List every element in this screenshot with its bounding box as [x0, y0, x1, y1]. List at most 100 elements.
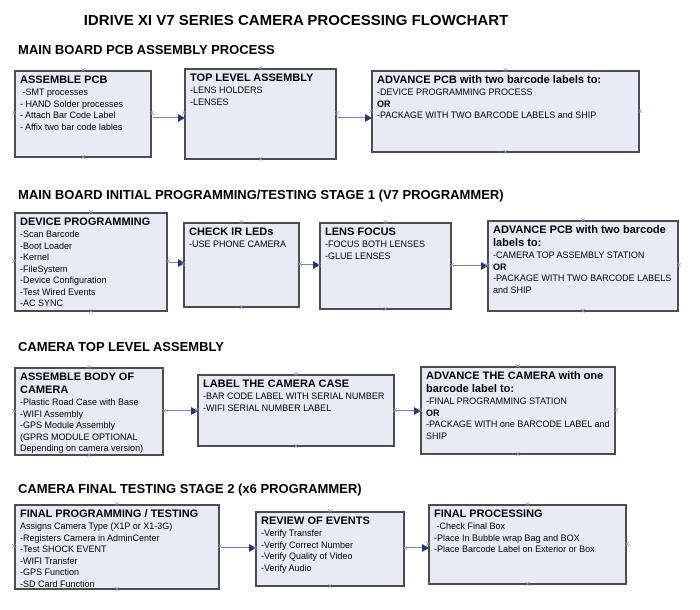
- box-title: CHECK IR LEDs: [189, 226, 274, 238]
- connector-handle-top-icon: ×: [580, 215, 586, 225]
- flow-box-advance-camera-one-label: × × × × ADVANCE THE CAMERA with one barc…: [417, 361, 618, 459]
- connector-handle-bottom-icon: ×: [515, 449, 521, 459]
- box-line: OR: [377, 98, 391, 109]
- box-line: -Test SHOCK EVENT: [20, 544, 107, 554]
- connector-handle-top-icon: ×: [502, 65, 509, 75]
- box-title: FINAL PROGRAMMING / TESTING: [20, 508, 199, 520]
- connector-handle-bottom-icon: ×: [327, 581, 333, 591]
- box-line: -GLUE LENSES: [325, 250, 391, 261]
- section-header-final-testing: CAMERA FINAL TESTING STAGE 2 (x6 PROGRAM…: [18, 481, 362, 496]
- connector-handle-left-icon: ×: [11, 541, 17, 551]
- connector-handle-top-icon: ×: [515, 361, 521, 371]
- box-line: - Attach Bar Code Label: [20, 110, 116, 120]
- box-title: ADVANCE PCB with two barcode labels to:: [493, 224, 666, 249]
- flow-box-review-of-events: × × × × REVIEW OF EVENTS -Verify Transfe…: [252, 506, 407, 591]
- connector-handle-bottom-icon: ×: [524, 579, 531, 589]
- box-title: FINAL PROCESSING: [434, 508, 543, 520]
- box-line: -Plastic Road Case with Base: [20, 397, 139, 407]
- connector-handle-bottom-icon: ×: [80, 152, 86, 162]
- box-line: - HAND Solder processes: [20, 98, 124, 109]
- connector-handle-top-icon: ×: [257, 63, 264, 73]
- box-line: -Check Final Box: [434, 521, 506, 531]
- flow-arrow: [301, 261, 320, 269]
- box-title: ADVANCE THE CAMERA with one barcode labe…: [426, 370, 604, 395]
- box-line: -Verify Transfer: [261, 528, 323, 538]
- flow-box-assemble-pcb: × × × × ASSEMBLE PCB -SMT processes - HA…: [11, 65, 154, 162]
- connector-handle-bottom-icon: ×: [293, 441, 299, 451]
- connector-handle-right-icon: ×: [161, 405, 167, 416]
- box-line: -USE PHONE CAMERA: [189, 239, 287, 249]
- box-line: -Kernel: [20, 252, 50, 262]
- box-line: -Place Barcode Label on Exterior or Box: [434, 544, 595, 554]
- box-line: -FileSystem: [20, 263, 68, 274]
- box-line: -Test Wired Events: [20, 286, 96, 297]
- flow-box-top-level-assembly: × × × × TOP LEVEL ASSEMBLY -LENS HOLDERS…: [181, 63, 339, 164]
- box-line: Assigns Camera Type (X1P or X1-3G): [20, 521, 173, 531]
- flow-box-final-processing: × × × × FINAL PROCESSING -Check Final Bo…: [425, 500, 629, 589]
- connector-handle-top-icon: ×: [293, 369, 299, 379]
- box-line: -CAMERA TOP ASSEMBLY STATION: [493, 250, 645, 260]
- connector-handle-top-icon: ×: [88, 207, 94, 217]
- box-line: -SD Card Function: [20, 578, 95, 589]
- box-line: -Verify Audio: [261, 562, 312, 573]
- box-line: OR: [426, 407, 440, 418]
- box-line: -PACKAGE WITH one BARCODE LABEL and SHIP: [426, 419, 613, 441]
- box-title: ASSEMBLE PCB: [20, 74, 108, 86]
- flow-arrow: [396, 407, 421, 415]
- box-line: -PACKAGE WITH TWO BARCODE LABELS and SHI…: [377, 110, 597, 120]
- connector-handle-right-icon: ×: [624, 538, 630, 549]
- box-line: -DEVICE PROGRAMMING PROCESS: [377, 87, 533, 97]
- connector-handle-bottom-icon: ×: [238, 302, 245, 312]
- flow-arrow: [406, 544, 429, 552]
- box-line: -LENSES: [190, 96, 229, 107]
- flow-arrow: [165, 407, 198, 415]
- box-title: REVIEW OF EVENTS: [261, 515, 370, 527]
- connector-handle-top-icon: ×: [327, 506, 333, 516]
- connector-handle-right-icon: ×: [149, 108, 155, 118]
- flow-box-advance-pcb-two-labels-2: × × × × ADVANCE PCB with two barcode lab…: [484, 215, 681, 316]
- box-line: -Verify Quality of Video: [261, 551, 353, 561]
- box-line: -Boot Loader: [20, 240, 73, 251]
- box-title: ASSEMBLE BODY OF CAMERA: [20, 371, 135, 396]
- connector-handle-right-icon: ×: [334, 108, 340, 118]
- connector-handle-right-icon: ×: [613, 404, 619, 415]
- flow-arrow: [453, 262, 488, 270]
- connector-handle-left-icon: ×: [11, 405, 17, 416]
- flow-box-label-the-camera-case: × × × × LABEL THE CAMERA CASE -BAR CODE …: [194, 369, 397, 451]
- box-line: -GPS Module Assembly: [20, 420, 116, 430]
- flow-box-final-programming-testing: × × × × FINAL PROGRAMMING / TESTING Assi…: [11, 499, 222, 594]
- connector-handle-top-icon: ×: [382, 217, 389, 227]
- box-line: -SMT processes: [20, 87, 88, 97]
- box-line: -WIFI Transfer: [20, 555, 78, 566]
- box-line: -LENS HOLDERS: [190, 85, 263, 95]
- box-line: -Scan Barcode: [20, 229, 80, 239]
- box-title: TOP LEVEL ASSEMBLY: [190, 72, 314, 84]
- connector-handle-bottom-icon: ×: [502, 147, 509, 157]
- box-line: -FINAL PROGRAMMING STATION: [426, 396, 567, 406]
- box-line: -Device Configuration: [20, 275, 107, 285]
- box-line: - Affix two bar code lables: [20, 121, 123, 132]
- section-header-initial-programming: MAIN BOARD INITIAL PROGRAMMING/TESTING S…: [18, 187, 504, 202]
- connector-handle-top-icon: ×: [86, 362, 92, 372]
- box-line: (GPRS MODULE OPTIONAL: [20, 431, 138, 442]
- flow-box-lens-focus: × × × × LENS FOCUS -FOCUS BOTH LENSES -G…: [316, 217, 454, 314]
- box-line: -BAR CODE LABEL WITH SERIAL NUMBER: [203, 391, 385, 401]
- box-line: -AC SYNC: [20, 298, 64, 308]
- flow-box-assemble-body-of-camera: × × × × ASSEMBLE BODY OF CAMERA -Plastic…: [11, 362, 166, 460]
- section-header-camera-top-assembly: CAMERA TOP LEVEL ASSEMBLY: [18, 339, 224, 354]
- connector-handle-top-icon: ×: [238, 217, 245, 227]
- box-line: -GPS Function: [20, 567, 80, 577]
- box-line: -PACKAGE WITH TWO BARCODE LABELS and SHI…: [493, 273, 674, 295]
- box-title: LABEL THE CAMERA CASE: [203, 378, 350, 390]
- connector-handle-top-icon: ×: [80, 65, 86, 75]
- page-title: IDRIVE XI V7 SERIES CAMERA PROCESSING FL…: [83, 12, 509, 29]
- section-header-pcb-assembly: MAIN BOARD PCB ASSEMBLY PROCESS: [18, 42, 275, 57]
- connector-handle-left-icon: ×: [11, 256, 17, 266]
- flow-arrow: [153, 114, 185, 122]
- box-line: Depending on camera version): [20, 443, 144, 453]
- connector-handle-top-icon: ×: [114, 499, 120, 509]
- box-title: ADVANCE PCB with two barcode labels to:: [377, 74, 602, 86]
- flow-box-advance-pcb-two-labels: × × × × ADVANCE PCB with two barcode lab…: [368, 65, 642, 157]
- connector-handle-bottom-icon: ×: [382, 304, 389, 314]
